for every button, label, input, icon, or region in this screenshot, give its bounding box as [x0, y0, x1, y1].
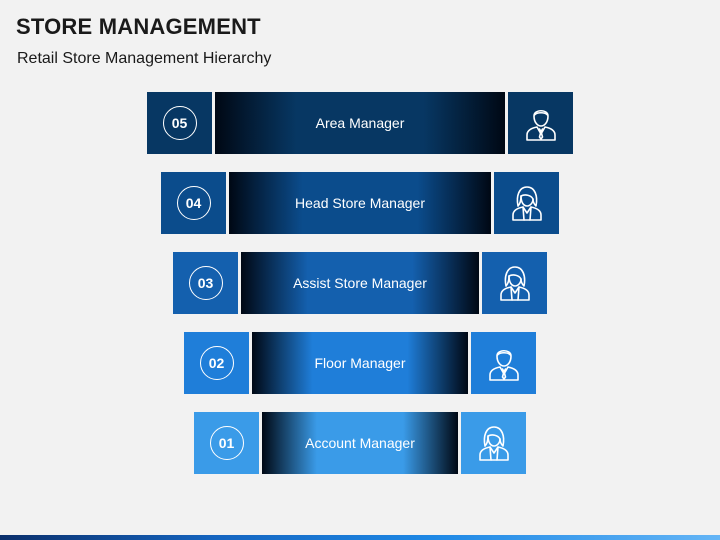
tier-number-box: 01 — [194, 412, 259, 474]
tier-number: 03 — [188, 266, 223, 300]
page-title: STORE MANAGEMENT — [16, 14, 261, 39]
tier-04: 04 Head Store Manager — [161, 172, 559, 234]
tier-number: 04 — [176, 186, 211, 220]
tier-label: Assist Store Manager — [293, 275, 427, 291]
tier-bar: Assist Store Manager — [241, 252, 479, 314]
tier-number-box: 03 — [173, 252, 238, 314]
tier-bar: Floor Manager — [252, 332, 468, 394]
tier-bar: Head Store Manager — [229, 172, 491, 234]
page-subtitle: Retail Store Management Hierarchy — [17, 50, 272, 67]
female-manager-icon — [482, 252, 547, 314]
tier-02: 02 Floor Manager — [184, 332, 536, 394]
tier-05: 05 Area Manager — [147, 92, 573, 154]
tier-03: 03 Assist Store Manager — [173, 252, 547, 314]
tier-number: 05 — [162, 106, 197, 140]
tier-number: 01 — [209, 426, 244, 460]
tier-01: 01 Account Manager — [194, 412, 526, 474]
footer-gradient-line — [0, 535, 720, 540]
tier-bar: Area Manager — [215, 92, 505, 154]
tier-label: Head Store Manager — [295, 195, 425, 211]
tier-number-box: 05 — [147, 92, 212, 154]
tier-label: Floor Manager — [314, 355, 406, 371]
tier-label: Account Manager — [305, 435, 415, 451]
tier-number-box: 02 — [184, 332, 249, 394]
male-manager-icon — [471, 332, 536, 394]
tier-bar: Account Manager — [262, 412, 458, 474]
female-manager-icon — [494, 172, 559, 234]
tier-number-box: 04 — [161, 172, 226, 234]
female-manager-icon — [461, 412, 526, 474]
male-manager-icon — [508, 92, 573, 154]
tier-number: 02 — [199, 346, 234, 380]
tier-label: Area Manager — [315, 115, 405, 131]
